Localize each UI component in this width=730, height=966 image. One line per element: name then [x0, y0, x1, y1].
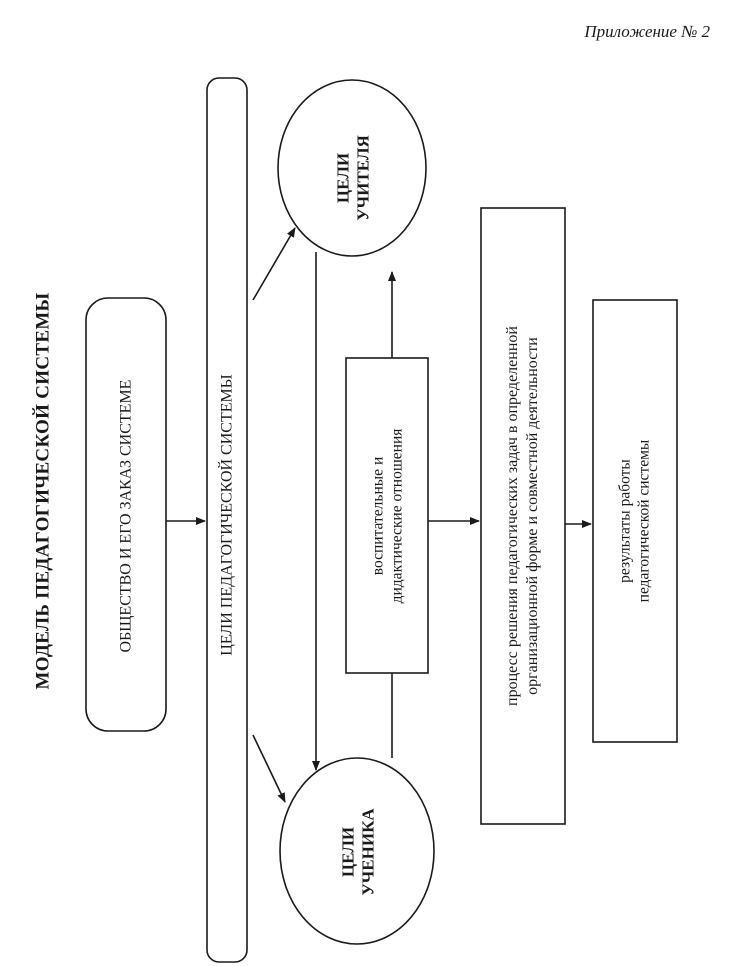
- goals-system-label: ЦЕЛИ ПЕДАГОГИЧЕСКОЙ СИСТЕМЫ: [218, 374, 236, 656]
- goals-teacher-label: ЦЕЛИ УЧИТЕЛЯ: [333, 135, 372, 221]
- relations-box: [345, 357, 429, 674]
- arrow-goals-student: [252, 734, 286, 803]
- diagram-title: МОДЕЛЬ ПЕДАГОГИЧЕСКОЙ СИСТЕМЫ: [32, 292, 54, 690]
- goals-student-label: ЦЕЛИ УЧЕНИКА: [338, 808, 377, 896]
- society-label: ОБЩЕСТВО И ЕГО ЗАКАЗ СИСТЕМЕ: [117, 379, 135, 653]
- results-box: [592, 299, 678, 743]
- appendix-label: Приложение № 2: [584, 22, 710, 41]
- goals-system-box: [206, 77, 248, 963]
- results-label: результаты работы педагогической системы: [616, 439, 653, 603]
- society-box: [85, 297, 167, 732]
- relations-label: воспитательные и дидактические отношения: [369, 428, 406, 604]
- arrow-goals-teacher: [252, 227, 296, 301]
- process-label: процесс решения педагогических задач в о…: [504, 326, 541, 706]
- goals-student-circle: [279, 757, 435, 945]
- process-box: [480, 207, 566, 825]
- goals-teacher-circle: [277, 79, 427, 257]
